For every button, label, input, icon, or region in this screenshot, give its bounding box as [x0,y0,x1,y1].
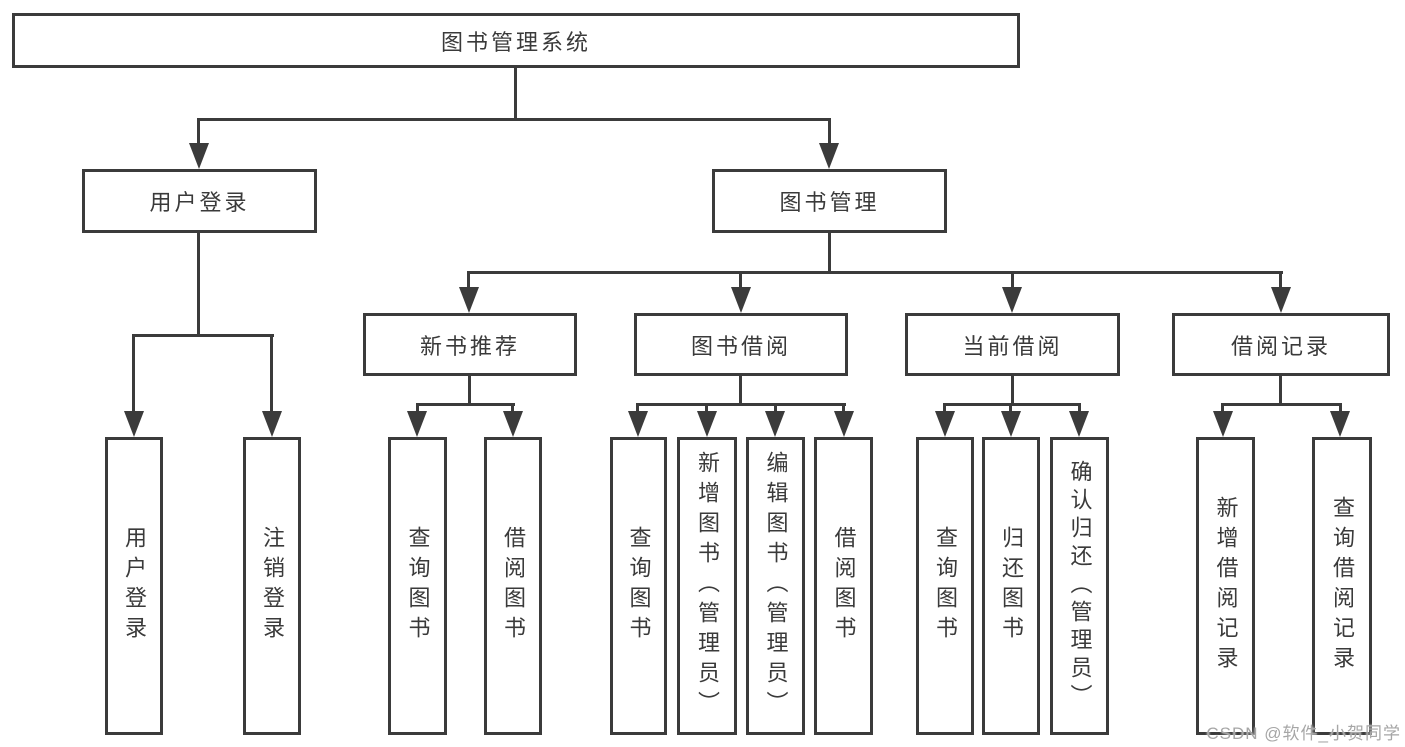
connector-line [1009,403,1012,413]
node-user-login: 用户登录 [82,169,317,233]
connector-line [1011,376,1014,406]
leaf-borrow-books-2: 借阅图书 [814,437,873,735]
arrowhead-icon [124,411,144,437]
arrowhead-icon [1002,287,1022,313]
connector-line [739,376,742,406]
connector-line [828,118,831,145]
leaf-query-books-3-label: 查询图书 [933,526,958,646]
node-root: 图书管理系统 [12,13,1020,68]
leaf-confirm-return-admin: 确认归还（管理员） [1050,437,1109,735]
arrowhead-icon [407,411,427,437]
arrowhead-icon [834,411,854,437]
arrowhead-icon [1213,411,1233,437]
node-current-borrow: 当前借阅 [905,313,1120,376]
connector-line [943,403,1081,406]
leaf-query-books-3: 查询图书 [916,437,974,735]
leaf-add-book-admin-label: 新增图书（管理员） [695,451,720,721]
node-borrow-records: 借阅记录 [1172,313,1390,376]
connector-line [1221,403,1342,406]
arrowhead-icon [262,411,282,437]
connector-line [739,271,742,289]
arrowhead-icon [731,287,751,313]
connector-line [270,334,273,413]
leaf-borrow-books-2-label: 借阅图书 [831,526,857,646]
leaf-borrow-books-1: 借阅图书 [484,437,542,735]
node-new-book-recommend-label: 新书推荐 [419,333,520,359]
node-user-login-label: 用户登录 [149,190,250,215]
connector-line [1011,271,1014,289]
leaf-query-borrow-record-label: 查询借阅记录 [1330,496,1355,676]
leaf-query-books-1: 查询图书 [388,437,447,735]
leaf-add-borrow-record: 新增借阅记录 [1196,437,1255,735]
arrowhead-icon [189,143,209,169]
node-borrow-records-label: 借阅记录 [1230,333,1331,359]
leaf-user-login: 用户登录 [105,437,163,735]
node-root-label: 图书管理系统 [440,29,591,55]
connector-line [197,118,831,121]
leaf-edit-book-admin: 编辑图书（管理员） [746,437,805,735]
leaf-query-books-1-label: 查询图书 [405,526,431,646]
connector-line [774,403,777,413]
leaf-confirm-return-admin-label: 确认归还（管理员） [1067,460,1093,712]
connector-line [514,68,517,121]
csdn-watermark: CSDN @软件_小贺同学 [1206,724,1401,743]
node-book-borrow-label: 图书借阅 [690,333,791,359]
arrowhead-icon [503,411,523,437]
connector-line [416,403,419,413]
leaf-user-login-label: 用户登录 [122,526,147,646]
leaf-logout: 注销登录 [243,437,301,735]
connector-line [1279,376,1282,406]
connector-line [132,334,274,337]
arrowhead-icon [819,143,839,169]
connector-line [467,271,1283,274]
connector-line [416,403,515,406]
connector-line [1078,403,1081,413]
arrowhead-icon [697,411,717,437]
arrowhead-icon [1069,411,1089,437]
node-book-borrow: 图书借阅 [634,313,848,376]
arrowhead-icon [935,411,955,437]
connector-line [197,118,200,145]
connector-line [1221,403,1224,413]
connector-line [842,403,845,413]
arrowhead-icon [1330,411,1350,437]
arrowhead-icon [628,411,648,437]
connector-line [197,233,200,337]
connector-line [467,271,470,289]
arrowhead-icon [1271,287,1291,313]
leaf-edit-book-admin-label: 编辑图书（管理员） [763,451,789,721]
node-new-book-recommend: 新书推荐 [363,313,577,376]
connector-line [943,403,946,413]
arrowhead-icon [1001,411,1021,437]
node-book-management-label: 图书管理 [779,190,880,215]
leaf-add-book-admin: 新增图书（管理员） [677,437,737,735]
node-book-management: 图书管理 [712,169,947,233]
leaf-add-borrow-record-label: 新增借阅记录 [1213,496,1239,676]
connector-line [468,376,471,406]
connector-line [1279,271,1282,289]
connector-line [636,403,639,413]
leaf-borrow-books-1-label: 借阅图书 [501,526,526,646]
node-current-borrow-label: 当前借阅 [962,333,1063,359]
arrowhead-icon [459,287,479,313]
leaf-query-borrow-record: 查询借阅记录 [1312,437,1372,735]
connector-line [1339,403,1342,413]
leaf-query-books-2: 查询图书 [610,437,667,735]
connector-line [511,403,514,413]
leaf-logout-label: 注销登录 [260,526,285,646]
leaf-return-books: 归还图书 [982,437,1040,735]
arrowhead-icon [765,411,785,437]
connector-line [705,403,708,413]
connector-line [636,403,846,406]
connector-line [828,233,831,274]
leaf-return-books-label: 归还图书 [999,526,1024,646]
connector-line [132,334,135,413]
leaf-query-books-2-label: 查询图书 [626,526,652,646]
